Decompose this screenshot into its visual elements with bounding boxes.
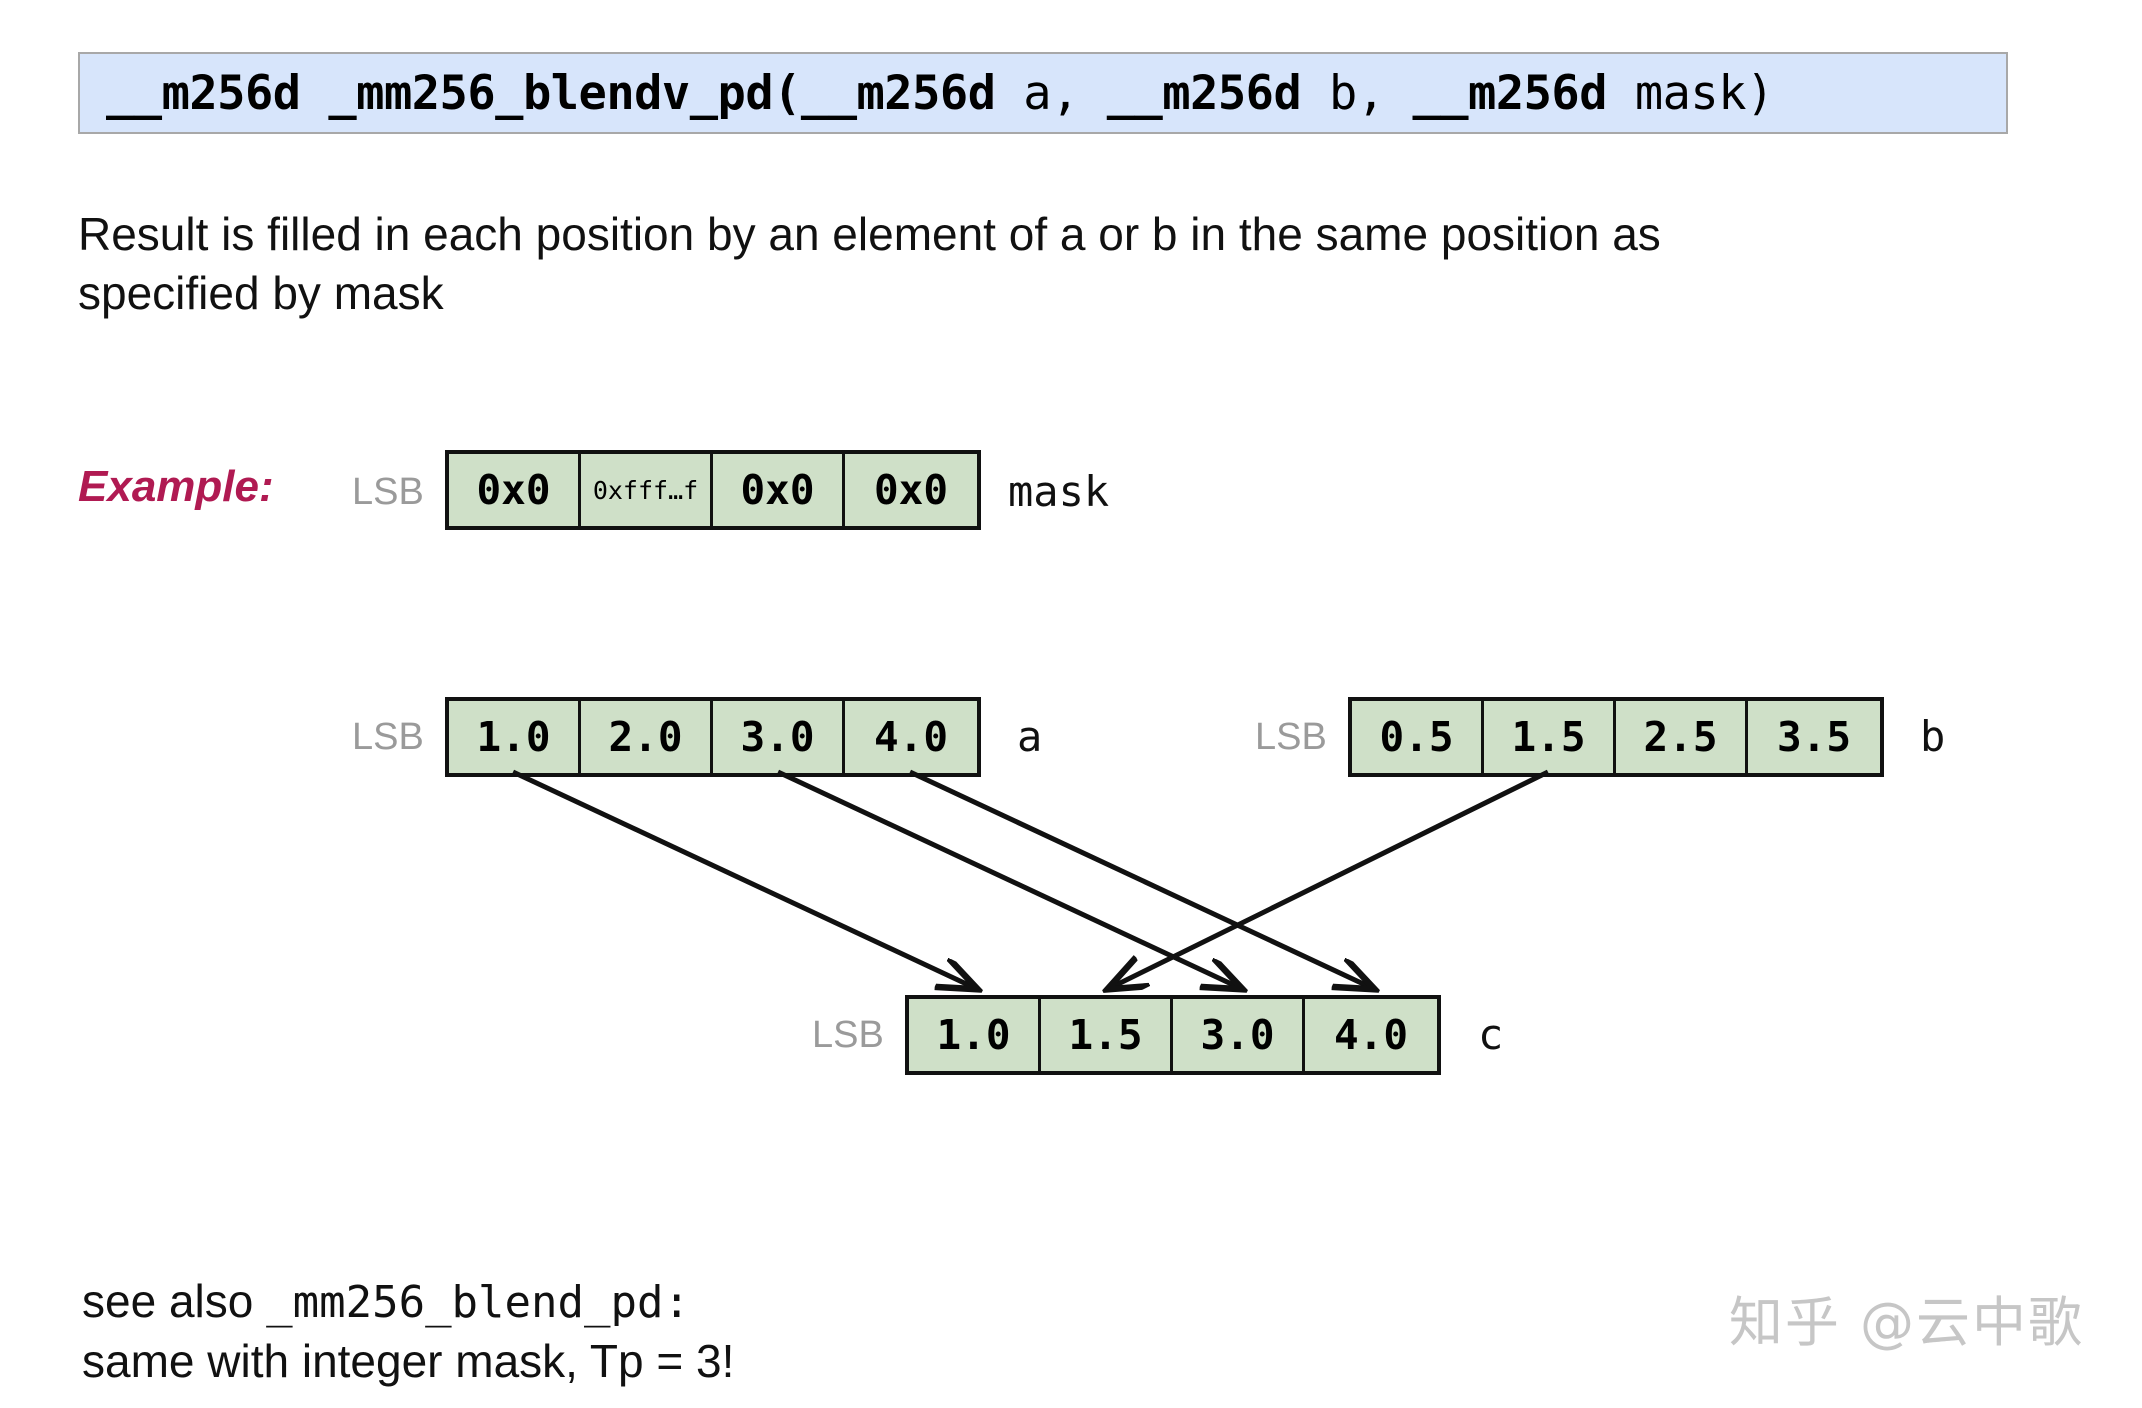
arrow-a3-to-c3 bbox=[908, 769, 1372, 988]
footer-notes: see also _mm256_blend_pd: same with inte… bbox=[82, 1272, 734, 1392]
footer-line-2: same with integer mask, Tp = 3! bbox=[82, 1334, 735, 1387]
vector-a-cell-1: 2.0 bbox=[581, 701, 713, 773]
vector-c: 1.0 1.5 3.0 4.0 bbox=[905, 995, 1441, 1075]
lsb-label-a: LSB bbox=[352, 716, 424, 758]
vector-c-cell-0: 1.0 bbox=[909, 999, 1041, 1071]
footer-related-intrinsic: _mm256_blend_pd bbox=[266, 1277, 664, 1328]
lsb-label-c: LSB bbox=[812, 1014, 884, 1056]
arrow-b1-to-c1 bbox=[1110, 769, 1550, 988]
vector-a-cell-0: 1.0 bbox=[449, 701, 581, 773]
vector-name-mask: mask bbox=[1008, 467, 1110, 516]
vector-name-c: c bbox=[1478, 1010, 1504, 1059]
signature-param3-type: __m256d bbox=[1412, 65, 1608, 121]
signature-param2-name: b, bbox=[1301, 65, 1413, 121]
signature-function-name: _mm256_blendv_pd( bbox=[300, 65, 801, 121]
vector-a-cell-3: 4.0 bbox=[873, 713, 949, 761]
vector-b-cell-3: 3.5 bbox=[1776, 713, 1852, 761]
footer-see-also-prefix: see also bbox=[82, 1275, 267, 1327]
lsb-label-b: LSB bbox=[1255, 716, 1327, 758]
signature-param2-type: __m256d bbox=[1106, 65, 1302, 121]
arrow-a2-to-c2 bbox=[776, 769, 1240, 988]
function-signature-text: __m256d _mm256_blendv_pd(__m256d a, __m2… bbox=[80, 70, 1774, 117]
vector-a-cell-2: 3.0 bbox=[713, 701, 845, 773]
vector-mask: 0x0 0xfff…f 0x0 0x0 bbox=[445, 450, 981, 530]
vector-b: 0.5 1.5 2.5 3.5 bbox=[1348, 697, 1884, 777]
vector-b-cell-2: 2.5 bbox=[1616, 701, 1748, 773]
vector-mask-cell-2: 0x0 bbox=[713, 454, 845, 526]
function-signature-bar: __m256d _mm256_blendv_pd(__m256d a, __m2… bbox=[78, 52, 2008, 134]
description-line-2: specified by mask bbox=[78, 266, 444, 319]
signature-param1-name: a, bbox=[995, 65, 1107, 121]
signature-param1-type: __m256d bbox=[800, 65, 996, 121]
vector-mask-cell-0: 0x0 bbox=[449, 454, 581, 526]
vector-c-cell-3: 4.0 bbox=[1333, 1011, 1409, 1059]
arrow-a0-to-c0 bbox=[511, 769, 975, 988]
example-label: Example: bbox=[78, 462, 274, 511]
vector-c-cell-1: 1.5 bbox=[1041, 999, 1173, 1071]
description-paragraph: Result is filled in each position by an … bbox=[78, 205, 1948, 323]
vector-b-cell-0: 0.5 bbox=[1352, 701, 1484, 773]
vector-b-cell-1: 1.5 bbox=[1484, 701, 1616, 773]
vector-c-cell-2: 3.0 bbox=[1173, 999, 1305, 1071]
description-line-1: Result is filled in each position by an … bbox=[78, 208, 1661, 260]
signature-return-type: __m256d bbox=[106, 65, 301, 121]
vector-mask-cell-1: 0xfff…f bbox=[581, 454, 713, 526]
vector-name-a: a bbox=[1017, 712, 1043, 761]
vector-mask-cell-3: 0x0 bbox=[873, 466, 949, 514]
vector-name-b: b bbox=[1920, 712, 1946, 761]
lsb-label-mask: LSB bbox=[352, 471, 424, 513]
watermark: 知乎 @云中歌 bbox=[1728, 1291, 2084, 1354]
signature-param3-name: mask) bbox=[1607, 65, 1774, 121]
footer-line-1: see also _mm256_blend_pd: bbox=[82, 1272, 734, 1332]
footer-colon: : bbox=[663, 1277, 690, 1328]
vector-a: 1.0 2.0 3.0 4.0 bbox=[445, 697, 981, 777]
